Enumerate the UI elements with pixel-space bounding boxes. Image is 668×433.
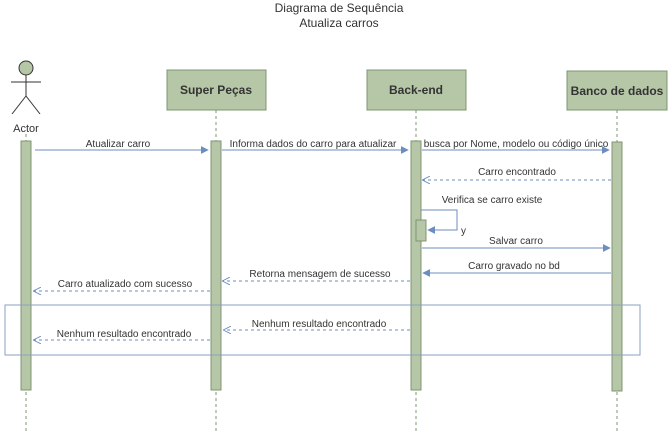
actor-label: Actor	[13, 123, 39, 135]
participant-banco-label: Banco de dados	[571, 84, 664, 98]
msg-carro-gravado: Carro gravado no bd	[468, 261, 560, 272]
msg-nenhum-backend: Nenhum resultado encontrado	[252, 319, 387, 330]
activation-superpecas	[210, 140, 222, 391]
msg-verifica: Verifica se carro existe	[442, 195, 543, 206]
msg-atualizar-carro: Atualizar carro	[86, 139, 151, 150]
msg-busca: busca por Nome, modelo ou código único	[424, 139, 609, 150]
actor-figure[interactable]	[11, 60, 41, 115]
activation-backend-self	[415, 219, 427, 242]
msg-atualizado-sucesso: Carro atualizado com sucesso	[58, 279, 193, 290]
participant-backend[interactable]: Back-end	[366, 69, 467, 111]
activation-backend	[410, 140, 422, 391]
msg-nenhum-actor: Nenhum resultado encontrado	[57, 329, 192, 340]
participant-banco[interactable]: Banco de dados	[566, 70, 668, 111]
participant-backend-label: Back-end	[389, 83, 443, 97]
alt-frame	[4, 304, 641, 356]
msg-verifica-y: y	[461, 226, 466, 237]
msg-carro-encontrado: Carro encontrado	[478, 167, 556, 178]
participant-superpecas-label: Super Peças	[180, 83, 252, 97]
diagram-subtitle: Atualiza carros	[299, 16, 378, 30]
activation-actor	[20, 140, 32, 391]
msg-informa-dados: Informa dados do carro para atualizar	[230, 139, 397, 150]
msg-verifica-self-arrow	[421, 209, 458, 234]
activation-banco	[611, 141, 623, 392]
msg-salvar-carro: Salvar carro	[489, 236, 543, 247]
msg-retorna-sucesso: Retorna mensagem de sucesso	[249, 269, 391, 280]
diagram-title: Diagrama de Sequência	[275, 1, 404, 15]
participant-superpecas[interactable]: Super Peças	[166, 69, 267, 111]
